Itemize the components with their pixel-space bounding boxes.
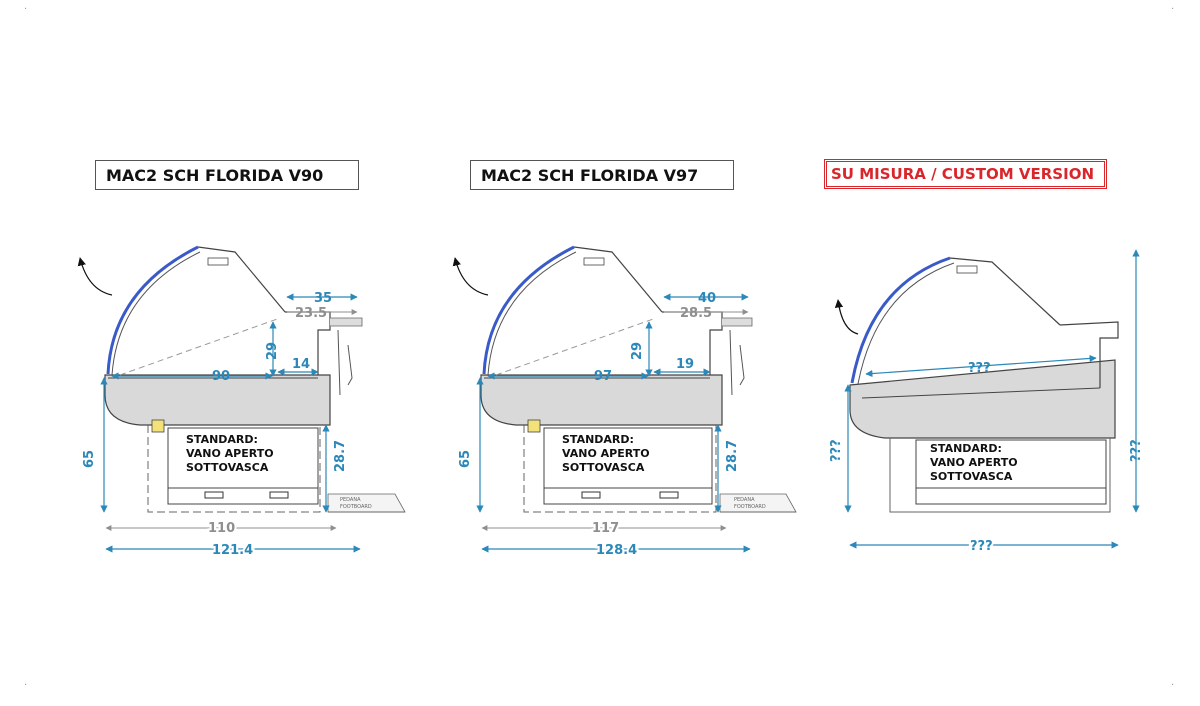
glass-top-frame (949, 257, 1061, 326)
control-panel (151, 419, 165, 433)
door-swing-arrow (452, 257, 489, 296)
sight-line (119, 317, 281, 376)
countertop-extension (722, 317, 753, 327)
curved-glass (850, 256, 951, 384)
dim-overall-depth: 128.4 (596, 543, 637, 558)
dim-step: 14 (292, 357, 310, 372)
corner-mark-bottom-left: · (24, 680, 28, 691)
corner-mark-top-left: · (24, 4, 28, 15)
light-fixture (956, 265, 978, 274)
corner-mark-bottom-right: · (1171, 680, 1175, 691)
drawing-v90: PEDANA FOOTBOARD STANDARD: VANO APERTO S… (77, 245, 406, 560)
corner-mark-top-right: · (1171, 4, 1175, 15)
curved-glass-outer (857, 262, 955, 385)
base-drawer (915, 487, 1107, 505)
standard-note-line2: VANO APERTO (186, 447, 274, 460)
dim-top-width: 35 (314, 291, 332, 306)
door-swing-arrow (834, 299, 859, 335)
model-title-v97: MAC2 SCH FLORIDA V97 (470, 160, 734, 190)
door-swing-arrow (77, 257, 113, 296)
footboard-label-en: FOOTBOARD (734, 504, 766, 510)
standard-note-line3: SOTTOVASCA (562, 461, 645, 474)
light-fixture (207, 257, 229, 266)
drawer-handle-right (659, 491, 679, 499)
drawer-handle-right (269, 491, 289, 499)
standard-note-line3: SOTTOVASCA (186, 461, 269, 474)
dim-top-width: 40 (698, 291, 716, 306)
standard-note-line1: STANDARD: (186, 433, 258, 446)
standard-note-line1: STANDARD: (562, 433, 634, 446)
base-frame (889, 438, 1111, 513)
dim-step: 19 (676, 357, 694, 372)
dim-tray-depth: 90 (212, 369, 230, 384)
dim-tray-depth: ??? (968, 361, 991, 376)
curved-glass-outer (487, 251, 577, 376)
base-frame (147, 425, 321, 513)
sight-line (495, 317, 657, 376)
dim-overall-depth: ??? (970, 539, 993, 554)
footboard-label-it: PEDANA (734, 497, 755, 503)
dim-glass-height: 29 (630, 342, 645, 360)
dim-top-inner: 23.5 (295, 306, 327, 321)
footboard-label-it: PEDANA (340, 497, 361, 503)
light-fixture (583, 257, 605, 266)
standard-note-line2: VANO APERTO (930, 456, 1018, 469)
standard-note-line3: SOTTOVASCA (930, 470, 1013, 483)
model-title-v90: MAC2 SCH FLORIDA V90 (95, 160, 359, 190)
dim-counter-height: 65 (82, 450, 97, 468)
drawer-handle-left (581, 491, 601, 499)
dim-base-height: 28.7 (725, 440, 740, 472)
dim-total-height: ??? (1129, 439, 1144, 462)
rear-door-hint (337, 329, 353, 396)
glass-top-frame (197, 246, 286, 313)
dim-counter-height: 65 (458, 450, 473, 468)
base-frame (523, 425, 717, 513)
dim-counter-height: ??? (829, 439, 844, 462)
dim-glass-height: 29 (265, 342, 280, 360)
footboard-label-en: FOOTBOARD (340, 504, 372, 510)
standard-note-line2: VANO APERTO (562, 447, 650, 460)
dim-top-inner: 28.5 (680, 306, 712, 321)
base-drawer (167, 487, 319, 505)
glass-top-frame (573, 246, 663, 313)
dim-overall-depth: 121.4 (212, 543, 253, 558)
dim-base-depth: 117 (592, 521, 619, 536)
tray-line (861, 387, 1101, 399)
curved-glass (106, 245, 199, 375)
curved-glass (482, 245, 575, 375)
rear-door-hint (729, 329, 745, 396)
drawing-custom: STANDARD: VANO APERTO SOTTOVASCA ??? ???… (829, 249, 1144, 556)
dim-line-tray-depth (865, 354, 1097, 378)
model-title-custom: SU MISURA / CUSTOM VERSION (824, 159, 1107, 189)
drawer-handle-left (204, 491, 224, 499)
dim-tray-depth: 97 (594, 369, 612, 384)
curved-glass-outer (111, 251, 201, 376)
dim-base-depth: 110 (208, 521, 235, 536)
control-panel (527, 419, 541, 433)
drawing-v97: PEDANA FOOTBOARD STANDARD: VANO APERTO S… (452, 245, 797, 560)
standard-note-line1: STANDARD: (930, 442, 1002, 455)
base-drawer (543, 487, 713, 505)
rear-shelf (1059, 321, 1119, 388)
countertop-extension (330, 317, 363, 327)
dim-base-height: 28.7 (333, 440, 348, 472)
